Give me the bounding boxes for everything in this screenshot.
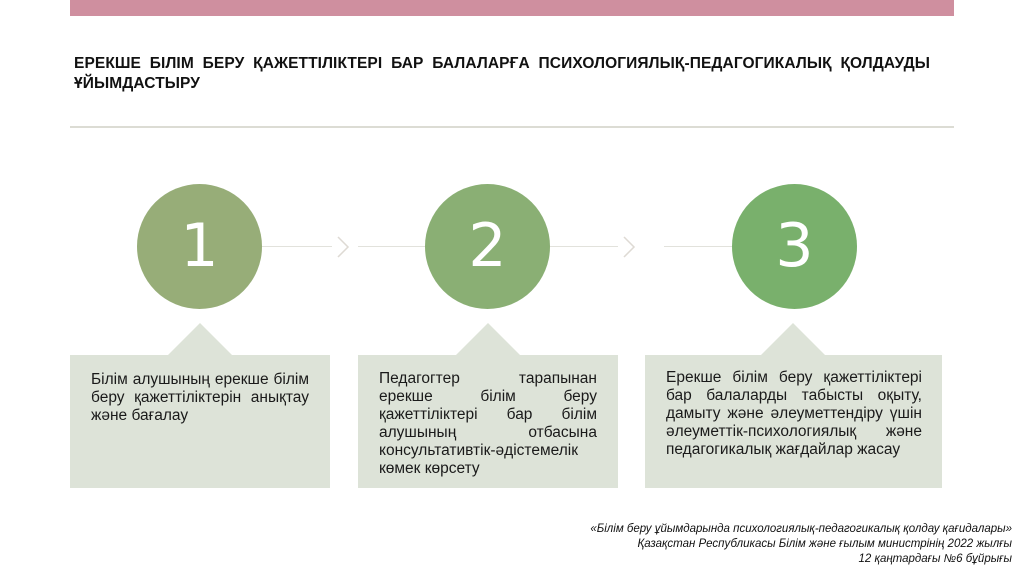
step-number-1: 1	[137, 184, 262, 309]
step-card-1: Білім алушының ерекше білім беру қажетті…	[70, 323, 330, 488]
source-line-2: Қазақстан Республикасы Білім және ғылым …	[637, 538, 1012, 550]
connector-line	[262, 246, 332, 247]
top-accent-bar	[70, 0, 954, 16]
chevron-right-icon	[623, 236, 636, 258]
step-card-3: Ерекше білім беру қажеттіліктері бар бал…	[645, 323, 942, 488]
card-pointer	[168, 323, 232, 355]
chevron-right-icon	[337, 236, 350, 258]
connector-line	[664, 246, 734, 247]
connector-line	[358, 246, 426, 247]
source-line-3: 12 қаңтардағы №6 бұйрығы	[858, 553, 1012, 565]
step-text-2: Педагогтер тарапынан ерекше білім беру қ…	[379, 370, 597, 477]
source-citation: «Білім беру ұйымдарында психологиялық-пе…	[590, 522, 1012, 567]
card-pointer	[456, 323, 520, 355]
card-pointer	[761, 323, 825, 355]
step-text-3: Ерекше білім беру қажеттіліктері бар бал…	[666, 369, 922, 458]
step-card-2: Педагогтер тарапынан ерекше білім беру қ…	[358, 323, 618, 488]
slide-title: ЕРЕКШЕ БІЛІМ БЕРУ ҚАЖЕТТІЛІКТЕРІ БАР БАЛ…	[74, 55, 930, 92]
title-divider	[70, 126, 954, 128]
source-line-1: «Білім беру ұйымдарында психологиялық-пе…	[590, 523, 1012, 535]
connector-line	[550, 246, 618, 247]
step-number-3: 3	[732, 184, 857, 309]
step-text-1: Білім алушының ерекше білім беру қажетті…	[91, 371, 309, 424]
step-number-2: 2	[425, 184, 550, 309]
